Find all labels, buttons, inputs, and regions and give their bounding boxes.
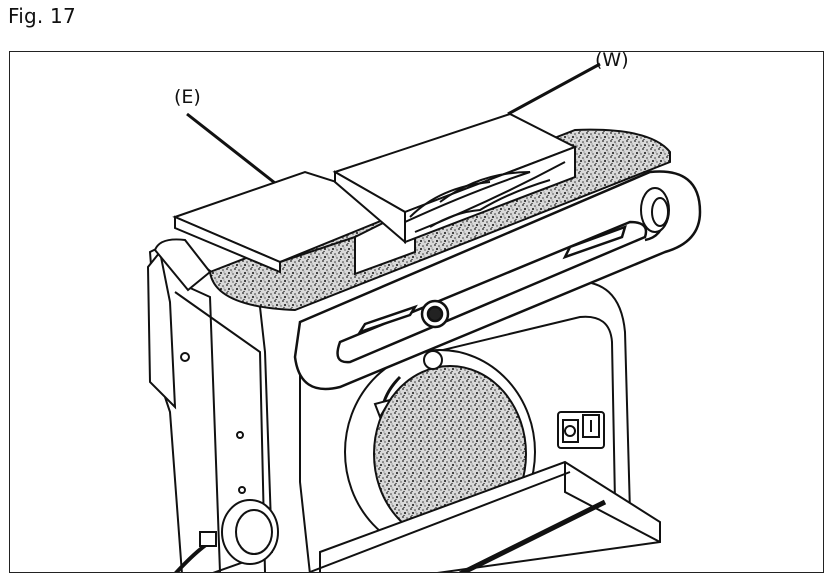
leader-line-w	[507, 62, 601, 116]
belt-frame	[293, 170, 702, 391]
adjustment-knob	[174, 499, 279, 572]
screw-hole	[236, 431, 244, 439]
screw-hole	[238, 486, 246, 494]
leader-line-e	[186, 112, 276, 185]
callout-e: (E)	[174, 86, 201, 108]
figure-caption: Fig. 17	[8, 4, 76, 28]
power-switch	[557, 411, 605, 449]
callout-w: (W)	[595, 51, 629, 71]
roller-cap	[153, 238, 212, 292]
tracking-knob	[640, 187, 670, 233]
rotation-arrow-icon	[373, 398, 393, 420]
workpiece	[332, 112, 578, 245]
disc-table	[309, 460, 661, 572]
sander-illustration	[146, 62, 702, 572]
switch-off-icon	[562, 419, 579, 443]
screw-hole	[180, 352, 190, 362]
figure-frame: (E) (W)	[9, 51, 824, 573]
left-housing	[146, 240, 274, 572]
